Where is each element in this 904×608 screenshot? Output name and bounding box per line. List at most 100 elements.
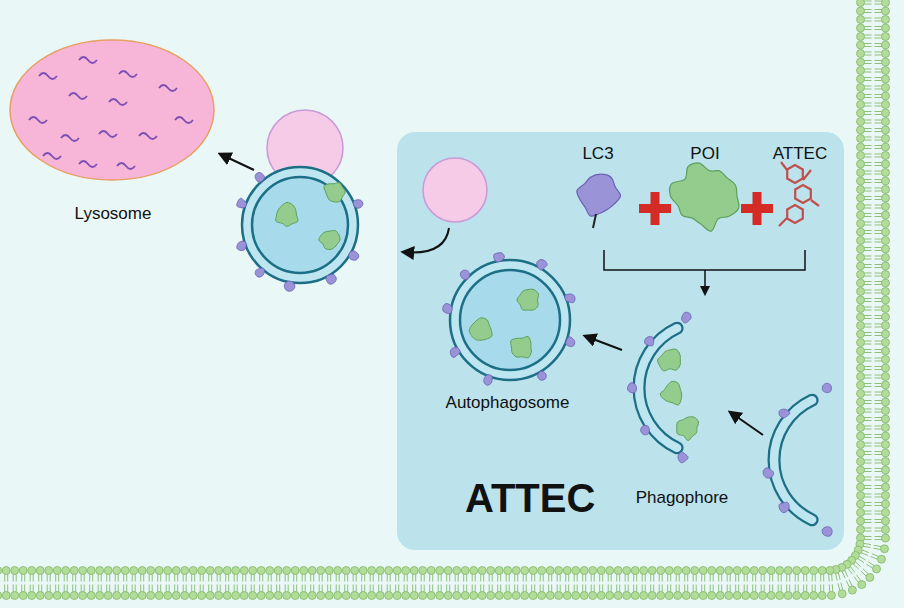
cell-membrane <box>259 585 260 593</box>
cell-membrane <box>864 468 872 469</box>
cell-membrane <box>339 574 340 582</box>
cell-membrane <box>79 567 87 575</box>
cell-membrane <box>856 575 860 581</box>
cell-membrane <box>875 55 883 56</box>
cell-membrane <box>11 592 19 600</box>
cell-membrane <box>875 366 883 367</box>
lc3-protein <box>237 198 247 208</box>
cell-membrane <box>684 585 685 593</box>
cell-membrane <box>848 586 856 594</box>
cell-membrane <box>449 574 450 582</box>
lc3-protein <box>255 172 264 182</box>
cell-membrane <box>864 171 872 172</box>
cell-membrane <box>882 271 890 279</box>
cell-membrane <box>240 592 248 600</box>
cell-membrane <box>795 585 796 593</box>
cell-membrane <box>84 585 85 593</box>
cell-membrane <box>882 517 890 525</box>
cell-membrane <box>725 567 733 575</box>
cell-membrane <box>864 137 872 138</box>
peptide-fragment <box>109 99 127 105</box>
cell-membrane <box>744 574 745 582</box>
cell-membrane <box>36 592 44 600</box>
cell-membrane <box>21 585 22 593</box>
cell-membrane <box>387 585 388 593</box>
cell-membrane <box>875 446 883 447</box>
cell-membrane <box>206 592 214 600</box>
cell-membrane <box>483 585 484 593</box>
cell-membrane <box>313 574 314 582</box>
cell-membrane <box>881 534 889 542</box>
cell-membrane <box>875 165 883 166</box>
cell-membrane <box>857 245 865 253</box>
cell-membrane <box>132 585 133 593</box>
cell-membrane <box>875 38 883 39</box>
cell-membrane <box>691 567 699 575</box>
cell-membrane <box>470 592 478 600</box>
process-arrow <box>704 270 706 294</box>
cell-membrane <box>882 390 890 398</box>
cell-membrane <box>864 131 872 132</box>
cell-membrane <box>784 567 792 575</box>
poi-protein <box>469 318 492 340</box>
protein-label: LC3 <box>538 144 658 164</box>
cell-membrane <box>875 154 883 155</box>
cell-membrane <box>875 332 883 333</box>
cell-membrane <box>708 567 716 575</box>
cell-membrane <box>710 585 711 593</box>
cell-membrane <box>393 567 401 575</box>
cell-membrane <box>529 567 537 575</box>
cell-membrane <box>215 567 223 575</box>
cell-membrane <box>322 574 323 582</box>
cell-membrane <box>864 480 872 481</box>
cell-membrane <box>864 103 872 104</box>
cell-membrane <box>232 592 240 600</box>
cell-membrane <box>864 148 872 149</box>
cell-membrane <box>864 420 872 421</box>
cell-membrane <box>475 574 476 582</box>
cell-membrane <box>361 585 362 593</box>
cell-membrane <box>864 443 872 444</box>
cell-membrane <box>875 230 883 231</box>
cell-membrane <box>444 592 452 600</box>
cell-membrane <box>864 494 872 495</box>
peptide-fragment <box>79 57 97 63</box>
cell-membrane <box>882 279 890 287</box>
cell-membrane <box>572 567 580 575</box>
cell-membrane <box>266 592 274 600</box>
cell-membrane <box>806 574 807 582</box>
cell-membrane <box>857 381 865 389</box>
cell-membrane <box>793 567 801 575</box>
cell-membrane <box>875 114 883 115</box>
cell-membrane <box>585 574 586 582</box>
cell-membrane <box>831 574 832 581</box>
cell-membrane <box>608 574 609 582</box>
poi-protein <box>517 289 539 310</box>
cell-membrane <box>232 567 240 575</box>
cell-membrane <box>453 592 461 600</box>
cell-membrane <box>875 454 883 455</box>
autophagosome-membrane <box>450 260 570 380</box>
cell-membrane <box>288 574 289 582</box>
cell-membrane <box>317 592 325 600</box>
cell-membrane <box>616 574 617 582</box>
cell-membrane <box>565 574 566 582</box>
cell-membrane <box>864 349 872 350</box>
cell-membrane <box>882 33 890 41</box>
cell-membrane <box>523 585 524 593</box>
cell-membrane <box>721 574 722 582</box>
cell-membrane <box>157 574 158 582</box>
cell-membrane <box>875 4 883 5</box>
cell-membrane <box>882 41 890 49</box>
cell-membrane <box>191 574 192 582</box>
cell-membrane <box>47 585 48 593</box>
cell-membrane <box>864 307 872 308</box>
cell-membrane <box>864 369 872 370</box>
cell-membrane <box>676 585 677 593</box>
cell-membrane <box>623 567 631 575</box>
cell-membrane <box>864 485 872 486</box>
cell-membrane <box>875 485 883 486</box>
cell-membrane <box>334 592 342 600</box>
cell-membrane <box>160 574 161 582</box>
cell-membrane <box>436 592 444 600</box>
